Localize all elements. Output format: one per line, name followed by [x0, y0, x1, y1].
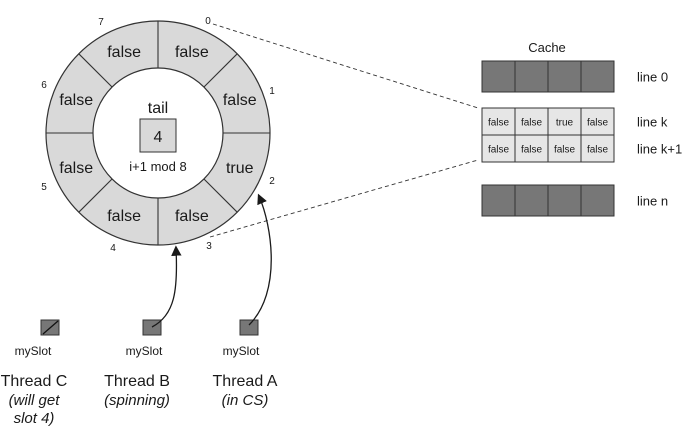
slot-index-3: 3 [206, 241, 212, 252]
null-slot-slash [42, 320, 59, 335]
cache-cell-value: false [488, 118, 510, 129]
cache-line-label: line 0 [637, 70, 668, 85]
thread-name: Thread C [1, 373, 68, 390]
cache-cell-value: false [587, 118, 609, 129]
slot-value-0: false [175, 44, 209, 61]
myslot-label: mySlot [15, 344, 52, 358]
cache-cell-value: true [556, 118, 574, 129]
thread-name: Thread B [104, 373, 170, 390]
cache-line-3: line n [481, 184, 668, 217]
cache-cell-value: false [587, 145, 609, 156]
cache-cell [580, 134, 615, 163]
ring-divider [78, 53, 113, 88]
cache-line-label: line k [637, 115, 668, 130]
myslot-label: mySlot [126, 344, 163, 358]
cache-cell-value: false [521, 118, 543, 129]
dashed-line-top [212, 23, 479, 109]
tail-box [139, 118, 177, 153]
slot-value-7: false [107, 44, 141, 61]
slot-index-4: 4 [110, 243, 116, 254]
thread-name: Thread A [213, 373, 278, 390]
cache-cell [547, 107, 582, 136]
slot-value-4: false [107, 208, 141, 225]
slot-index-7: 7 [98, 17, 104, 28]
cache-cell [547, 134, 582, 163]
cache-line-label: line k+1 [637, 142, 682, 157]
cache-cell-value: false [521, 145, 543, 156]
slot-array-ring: false false true false false false falsefalse … [41, 16, 275, 254]
slot-indices: 0 1 2 3 4 5 6 7 [41, 16, 275, 254]
slot-value-5: false [59, 160, 93, 177]
slot-index-0: 0 [205, 16, 211, 27]
cache-cell [481, 134, 516, 163]
ring-divider [203, 178, 238, 213]
thread-note: (in CS) [222, 392, 269, 409]
cache-cell [481, 184, 516, 217]
dashed-line-bottom [209, 159, 479, 238]
cache-line-1: false false true false line k [481, 107, 668, 136]
arrow-thread-b-to-slot-4 [151, 245, 182, 328]
slot-values: false false true false false false false false [59, 44, 256, 225]
cache-cell [481, 107, 516, 136]
cache-title: Cache [528, 40, 566, 55]
cache-cell [514, 184, 549, 217]
slot-index-5: 5 [41, 182, 47, 193]
cache-cell [481, 60, 516, 93]
slot-value-6: false [59, 92, 93, 109]
slot-value-3: false [175, 208, 209, 225]
myslot-label: mySlot [223, 344, 260, 358]
thread-slot-arrows [151, 193, 272, 328]
thread-note: (will get [9, 392, 61, 409]
slot-index-6: 6 [41, 80, 47, 91]
cache-projection-lines [209, 23, 479, 238]
cache-cell [547, 184, 582, 217]
cache-cell [547, 60, 582, 93]
myslot-box [239, 319, 259, 336]
ring-dividers [46, 21, 270, 245]
thread-note: (spinning) [104, 392, 170, 409]
slot-index-2: 2 [269, 176, 275, 187]
tail-label: tail [148, 100, 168, 117]
slot-value-2: true [226, 160, 254, 177]
cache-cell [580, 60, 615, 93]
slot-index-1: 1 [269, 86, 275, 97]
arrow-thread-a-to-slot-3 [248, 193, 272, 326]
formula-label: i+1 mod 8 [129, 159, 186, 174]
tail-value: 4 [154, 129, 163, 146]
ring-divider [203, 53, 238, 88]
slot-value-1: false [223, 92, 257, 109]
thread-note: slot 4) [14, 410, 55, 427]
cache-cell-value: false [488, 145, 510, 156]
cache-cell [580, 184, 615, 217]
cache-line-2: false false false false line k+1 [481, 134, 682, 163]
cache-line-0: line 0 [481, 60, 668, 93]
cache-line-label: line n [637, 194, 668, 209]
cache-cell-value: false [554, 145, 576, 156]
ring-divider [78, 178, 113, 213]
cache-cell [514, 60, 549, 93]
